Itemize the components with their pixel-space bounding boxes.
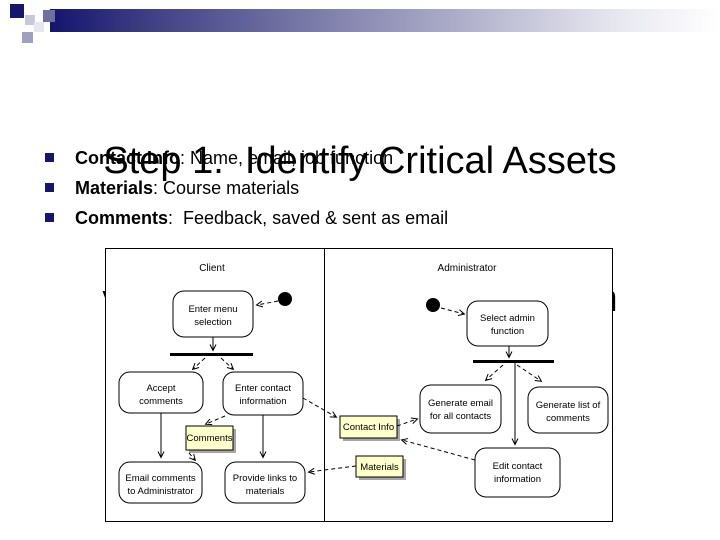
initial-node-client-icon [278, 292, 292, 306]
note-label: Contact Info [343, 422, 394, 433]
activity-generate-list: Generate list of comments [527, 386, 609, 434]
activity-label: Select admin [480, 313, 535, 324]
activity-enter-contact-information: Enter contact information [222, 371, 304, 416]
activity-enter-menu-selection: Enter menu selection [172, 290, 254, 338]
bullet-text: Comments: Feedback, saved & sent as emai… [75, 207, 448, 229]
connector-fork-to-accept [191, 357, 206, 371]
activity-edit-contact: Edit contact information [474, 447, 561, 498]
bullet-lead: Contact Info [75, 148, 180, 168]
banner-gradient-bar [50, 9, 720, 32]
activity-provide-links: Provide links to materials [224, 461, 306, 504]
activity-label: Accept [146, 383, 175, 394]
activity-label: Email comments [125, 473, 195, 484]
bullet-lead: Materials [75, 178, 154, 198]
activity-label: to Administrator [128, 486, 194, 497]
activity-label: function [491, 326, 524, 337]
connector-materials-note-to-provide [307, 465, 357, 475]
fork-bar-client [170, 353, 253, 356]
activity-label: materials [246, 486, 285, 497]
connector-contact-info-note-to-gen-email [396, 417, 419, 427]
connector-initial-to-enter-menu [255, 300, 279, 308]
connector-fork-to-gen-list [516, 364, 543, 382]
activity-label: Generate email [428, 398, 493, 409]
diagram-svg: Client Administrator Enter menu selectio… [105, 248, 613, 522]
connector-edit-contact-to-contact-info-note [400, 438, 476, 461]
activity-email-comments: Email comments to Administrator [118, 461, 203, 504]
decor-square-light [25, 15, 35, 25]
activity-select-admin: Select admin function [466, 300, 549, 347]
bullet-marker [45, 213, 54, 222]
lane-label-client: Client [199, 263, 225, 274]
note-box [185, 425, 234, 451]
connector-enter-contact-to-contact-info-note [302, 397, 338, 418]
connector-enter-contact-to-comments-note [204, 415, 226, 426]
activity-label: Edit contact [493, 461, 543, 472]
activity-box [527, 386, 609, 434]
note-contact-info: Contact Info [339, 415, 400, 441]
activity-accept-comments: Accept comments [118, 371, 204, 414]
connector-initial-to-select-admin [440, 307, 466, 317]
decor-square-dark [10, 4, 24, 18]
bullet-list: Contact Info: Name, email, job function … [45, 147, 448, 237]
activity-box [419, 384, 502, 434]
activity-label: for all contacts [430, 411, 491, 422]
activity-label: selection [194, 317, 232, 328]
lane-label-administrator: Administrator [438, 263, 498, 274]
bullet-text: Materials: Course materials [75, 177, 299, 199]
slide-title-line1: Step 1. Identify Critical Assets [103, 140, 617, 182]
note-label: Materials [360, 462, 399, 473]
activity-label: information [494, 474, 541, 485]
activity-label: Enter menu [188, 304, 237, 315]
bullet-text: Contact Info: Name, email, job function [75, 147, 393, 169]
activity-label: information [240, 396, 287, 407]
fork-bar-admin [473, 360, 554, 363]
activity-label: comments [139, 396, 183, 407]
activity-label: comments [546, 413, 590, 424]
activity-box [466, 300, 549, 347]
bullet-rest: : Feedback, saved & sent as email [168, 208, 449, 228]
note-materials: Materials [355, 455, 406, 480]
bullet-rest: : Name, email, job function [180, 148, 394, 168]
activity-generate-email: Generate email for all contacts [419, 384, 502, 434]
list-item: Comments: Feedback, saved & sent as emai… [45, 207, 448, 237]
decor-square-pale [34, 22, 44, 32]
note-box [339, 415, 398, 439]
connector-fork-to-gen-email [484, 364, 504, 382]
decor-square-slate [43, 10, 55, 22]
bullet-marker [45, 183, 54, 192]
initial-node-admin-icon [426, 298, 440, 312]
activity-box [118, 461, 203, 504]
bullet-marker [45, 153, 54, 162]
list-item: Materials: Course materials [45, 177, 448, 207]
connector-fork-to-enter-contact [220, 357, 235, 371]
activity-box [474, 447, 561, 498]
bullet-rest: : Course materials [153, 178, 300, 198]
bullet-lead: Comments [75, 208, 169, 228]
business-process-diagram: Client Administrator Enter menu selectio… [105, 248, 613, 522]
activity-label: Enter contact [235, 383, 291, 394]
activity-label: Generate list of [536, 400, 601, 411]
note-label: Comments [187, 433, 233, 444]
activity-label: Provide links to [233, 473, 297, 484]
decor-square-medium [22, 32, 33, 43]
activity-box [224, 461, 306, 504]
connector-comments-note-to-email [188, 452, 197, 462]
list-item: Contact Info: Name, email, job function [45, 147, 448, 177]
note-comments: Comments [185, 425, 236, 453]
